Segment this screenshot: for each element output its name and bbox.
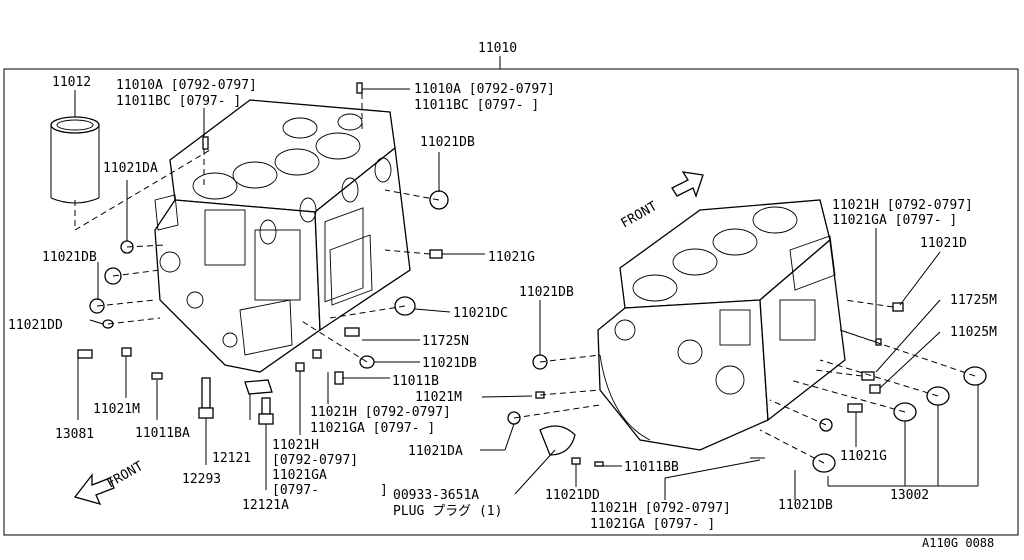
label-11012: 11012 — [52, 75, 91, 90]
label-plug: PLUG プラグ (1) — [393, 504, 502, 519]
label-11010a-left: 11010A [0792-0797] — [116, 78, 257, 93]
label-11021ga-a: 11021GA [0797- ] — [310, 421, 435, 436]
dashed-assembly-lines — [74, 93, 976, 464]
label-11021dd-r: 11021DD — [545, 488, 600, 503]
label-11011b: 11011B — [392, 374, 439, 389]
label-11021g-mid: 11021G — [488, 250, 535, 265]
label-front-right: FRONT — [619, 199, 661, 232]
label-11021h-b2: [0792-0797] — [272, 453, 358, 468]
label-11011bb: 11011BB — [624, 460, 679, 475]
label-11021ga-b3: ] — [380, 483, 388, 498]
label-11010: 11010 — [478, 41, 517, 56]
diagram-code: A110G 0088 — [922, 536, 994, 550]
label-11021db-r: 11021DB — [519, 285, 574, 300]
right-small-parts — [507, 302, 987, 473]
label-11021db-top: 11021DB — [420, 135, 475, 150]
label-11021g-r: 11021G — [840, 449, 887, 464]
label-11010a-right: 11010A [0792-0797] — [414, 82, 555, 97]
label-11725m: 11725M — [950, 293, 997, 308]
label-11021h-b1: 11021H — [272, 438, 319, 453]
label-11021ga-b1: 11021GA — [272, 468, 327, 483]
label-11725n: 11725N — [422, 334, 469, 349]
label-11011bc-left: 11011BC [0797- ] — [116, 94, 241, 109]
label-11011ba: 11011BA — [135, 426, 190, 441]
label-11021m-left: 11021M — [93, 402, 140, 417]
label-11021db-left: 11021DB — [42, 250, 97, 265]
label-11021db-mid: 11021DB — [422, 356, 477, 371]
label-11025m: 11025M — [950, 325, 997, 340]
diagram-frame — [3, 68, 1019, 536]
label-12121a: 12121A — [242, 498, 289, 513]
label-11011bc-right: 11011BC [0797- ] — [414, 98, 539, 113]
label-front-left: FRONT — [105, 459, 147, 492]
label-11021dc: 11021DC — [453, 306, 508, 321]
leader-lines — [74, 88, 979, 500]
label-11021m-r: 11021M — [415, 390, 462, 405]
label-12121: 12121 — [212, 451, 251, 466]
label-11021h-a: 11021H [0792-0797] — [310, 405, 451, 420]
front-arrow-icon-left — [73, 473, 115, 505]
label-12293: 12293 — [182, 472, 221, 487]
label-11021ga-bot: 11021GA [0797- ] — [590, 517, 715, 532]
front-arrow-icon-right — [671, 171, 704, 198]
label-00933: 00933-3651A — [393, 488, 479, 503]
label-11021h-bot: 11021H [0792-0797] — [590, 501, 731, 516]
label-11021ga-tr: 11021GA [0797- ] — [832, 213, 957, 228]
label-11021da-top: 11021DA — [103, 161, 158, 176]
label-11021ga-b2: [0797- — [272, 483, 319, 498]
label-13081: 13081 — [55, 427, 94, 442]
label-11021dd-left: 11021DD — [8, 318, 63, 333]
label-11021da-r: 11021DA — [408, 444, 463, 459]
right-engine-block-drawing — [597, 199, 846, 451]
left-small-parts — [77, 82, 449, 425]
label-11021h-tr: 11021H [0792-0797] — [832, 198, 973, 213]
label-11021d: 11021D — [920, 236, 967, 251]
cylinder-liner-drawing — [50, 116, 100, 204]
label-11021db-bot: 11021DB — [778, 498, 833, 513]
left-engine-block-drawing — [154, 99, 411, 373]
label-13002: 13002 — [890, 488, 929, 503]
